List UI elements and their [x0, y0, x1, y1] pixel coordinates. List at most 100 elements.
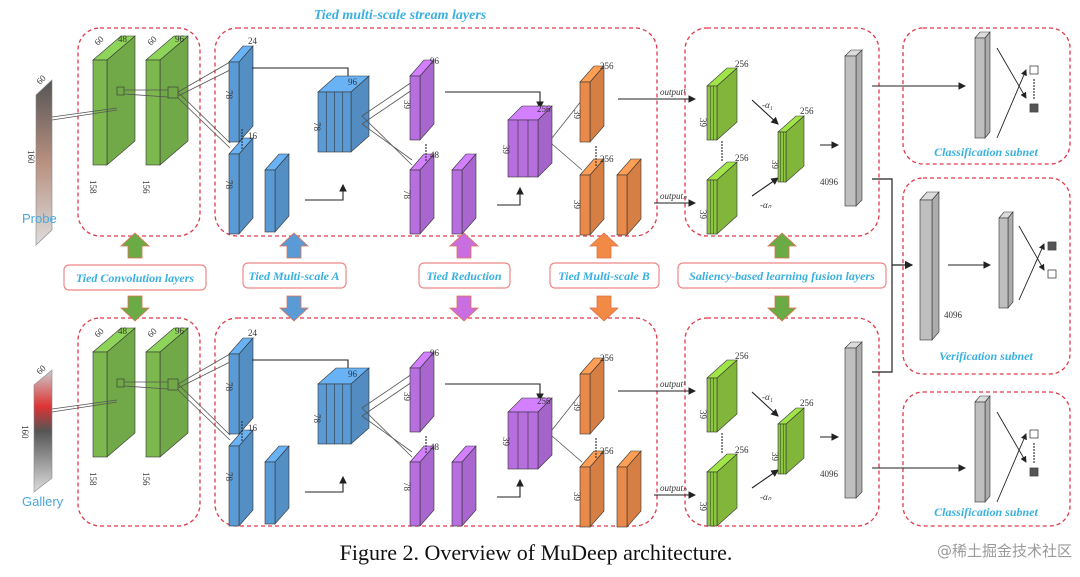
- red-dots: [425, 147, 427, 149]
- red-concat-layer: [507, 105, 553, 178]
- fusion-out-channels: 256: [800, 106, 814, 116]
- msb-dots: [595, 152, 597, 154]
- fusion-dots: [721, 147, 723, 149]
- conv1-layer: [92, 35, 136, 166]
- red-dots: [425, 436, 427, 438]
- figure-caption: Figure 2. Overview of MuDeep architectur…: [340, 540, 733, 565]
- red-dots: [425, 445, 427, 447]
- classification-subnet-box-bottom: [902, 391, 1071, 527]
- msa-top-side: 78: [224, 382, 234, 392]
- conv1-depth: 60: [92, 326, 106, 340]
- fusion-out-layer: [777, 407, 805, 475]
- up-arrow-red: [448, 232, 480, 259]
- msa-bottom-conv-layer: [264, 153, 290, 233]
- fc-4096-column-front: [844, 55, 857, 207]
- msa-to-red-bottom: [361, 123, 413, 161]
- red-dots: [425, 448, 427, 450]
- red-dots: [425, 442, 427, 444]
- msa-to-red-bottom-b: [361, 115, 413, 166]
- fusion-dots: [721, 433, 723, 435]
- output-n-label: outputₙ: [660, 191, 687, 201]
- classification-subnet-bottom-link-a: [996, 411, 1027, 463]
- red-dots: [425, 451, 427, 453]
- conv2-to-msa-bottom-b: [177, 97, 231, 149]
- classification-subnet-bottom-output-dots: [1033, 461, 1035, 463]
- stage-label-reduction: Tied Reduction: [426, 269, 502, 283]
- fusion-in-top-side: 39: [698, 118, 708, 128]
- red-bottom-channels: 48: [430, 150, 440, 160]
- msa-dots: [241, 439, 243, 441]
- fusion-dots: [721, 144, 723, 146]
- alphan-arrow: [751, 469, 779, 489]
- msa-to-red-top-b: [361, 381, 413, 417]
- conv2-to-msa-top-b: [177, 69, 231, 97]
- red-bottom-conv-layer-edge: [451, 169, 463, 235]
- conv1-to-conv2-b: [123, 93, 169, 98]
- classification-subnet-top-link-b: [996, 69, 1027, 139]
- input-to-conv1-b: [51, 109, 118, 121]
- msa-dots: [241, 141, 243, 143]
- msa-bottom-channels: 16: [248, 423, 258, 433]
- down-arrow-conv: [119, 295, 151, 322]
- conv2-layer-edge: [145, 59, 161, 166]
- red-top-layer: [409, 351, 435, 433]
- conv1-kernel: [116, 378, 125, 388]
- verification-subnet-label: Verification subnet: [939, 349, 1033, 363]
- conv1-to-conv2-b: [123, 385, 169, 390]
- conv2-to-msa-bottom-b: [177, 389, 231, 441]
- conv2-channels: 96: [175, 34, 185, 44]
- verification-fc-column-front: [919, 199, 933, 341]
- conv2-to-msa-bottom: [177, 91, 231, 144]
- classification-subnet-bottom-output-dots: [1033, 446, 1035, 448]
- output-n-label: outputₙ: [660, 483, 687, 493]
- msb-bottom-channels: 256: [600, 154, 614, 164]
- stream-title: Tied multi-scale stream layers: [314, 8, 487, 23]
- msb-dots: [595, 441, 597, 443]
- red-concat-channels: 256: [537, 396, 551, 406]
- verification-fc-column-side: [931, 191, 940, 341]
- msa-top-channels: 24: [248, 328, 258, 338]
- msa-bottom-layer-face: [238, 429, 254, 527]
- msb-top-side: 39: [572, 110, 582, 120]
- classification-subnet-bottom-column: [974, 395, 991, 503]
- fusion-dots: [721, 153, 723, 155]
- msa-concat-channels: 96: [348, 369, 358, 379]
- stage-label-conv: Tied Convolution layers: [76, 271, 195, 285]
- gallery-stream: 4860158966015624781678967896394878256392…: [51, 326, 863, 528]
- msb-bottom-conv-layer: [616, 158, 642, 236]
- fusion-dots: [721, 159, 723, 161]
- probe-height-label: 160: [26, 150, 36, 164]
- msa-dots: [241, 436, 243, 438]
- msb-dots: [595, 456, 597, 458]
- fc-4096-column: [844, 49, 863, 207]
- red-concat-layer-front: [507, 119, 539, 178]
- fusion-in-top-channels: 256: [735, 59, 749, 69]
- classification-subnet-top-output-dots: [1033, 82, 1035, 84]
- classification-subnet-top: [974, 31, 1039, 139]
- msa-top-layer-edge: [228, 353, 240, 435]
- input-to-conv1-b: [51, 401, 118, 413]
- alpha1-arrow: [751, 99, 779, 125]
- msb-bottom-conv-layer-edge: [616, 174, 628, 236]
- fusion-in-bottom-layer-edge: [706, 179, 718, 235]
- gallery-height-label: 160: [20, 425, 30, 439]
- verification-connectors: [872, 178, 914, 373]
- stage-labels: Tied Convolution layers Tied Multi-scale…: [63, 262, 887, 291]
- alpha-n-label: -αₙ: [760, 492, 772, 502]
- msb-bottom-layer: [579, 158, 605, 236]
- classification-subnet-bottom-output-top: [1029, 429, 1039, 439]
- fusion-dots: [721, 442, 723, 444]
- fusion-dots: [721, 439, 723, 441]
- fusion-in-top-side: 39: [698, 410, 708, 420]
- fusion-dots: [721, 156, 723, 158]
- alpha-1-label: -α₁: [762, 392, 773, 402]
- msb-bottom-side: 39: [572, 200, 582, 210]
- msb-dots: [595, 447, 597, 449]
- msa-dots: [241, 430, 243, 432]
- msb-bottom-channels: 256: [600, 446, 614, 456]
- fusion-dots: [721, 436, 723, 438]
- conv2-to-msa-top: [177, 353, 231, 385]
- conv1-layer: [92, 327, 136, 458]
- fusion-in-top-layer-edge: [706, 377, 718, 433]
- red-to-msb-top: [551, 391, 583, 431]
